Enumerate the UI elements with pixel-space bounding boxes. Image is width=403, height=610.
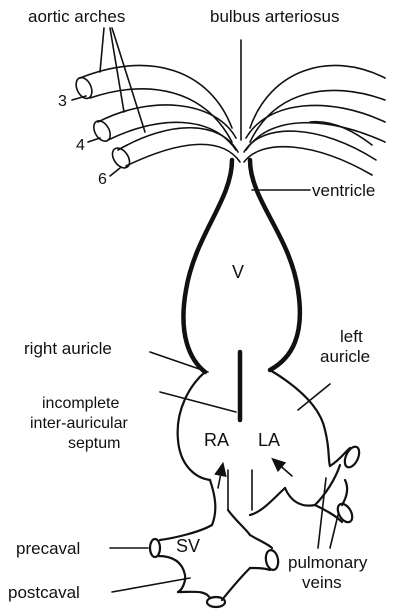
label-pulmonary-line2: veins (302, 573, 342, 592)
sinus-venosus (150, 510, 280, 607)
label-aortic-arches: aortic arches (28, 7, 125, 26)
label-ra: RA (204, 430, 229, 450)
label-arch-6: 6 (98, 171, 107, 188)
label-septum-line1: incomplete (42, 395, 119, 412)
label-ventricle: ventricle (312, 181, 375, 200)
label-pulmonary-line1: pulmonary (288, 553, 368, 572)
label-postcaval: postcaval (8, 583, 80, 602)
label-sv: SV (176, 536, 200, 556)
auricles (178, 352, 330, 525)
label-bulbus-arteriosus: bulbus arteriosus (210, 7, 339, 26)
label-left-auricle-line1: left (340, 327, 363, 346)
label-v: V (232, 262, 244, 282)
label-arch-3: 3 (58, 93, 67, 110)
label-left-auricle-line2: auricle (320, 347, 370, 366)
label-septum-line3: septum (68, 435, 120, 452)
right-aortic-arches (244, 65, 385, 175)
label-arch-4: 4 (76, 137, 85, 154)
left-aortic-arches (73, 65, 240, 171)
label-septum-line2: inter-auricular (30, 415, 128, 432)
flow-arrows (218, 462, 292, 488)
label-precaval: precaval (16, 539, 80, 558)
label-la: LA (258, 430, 280, 450)
label-right-auricle: right auricle (24, 339, 112, 358)
